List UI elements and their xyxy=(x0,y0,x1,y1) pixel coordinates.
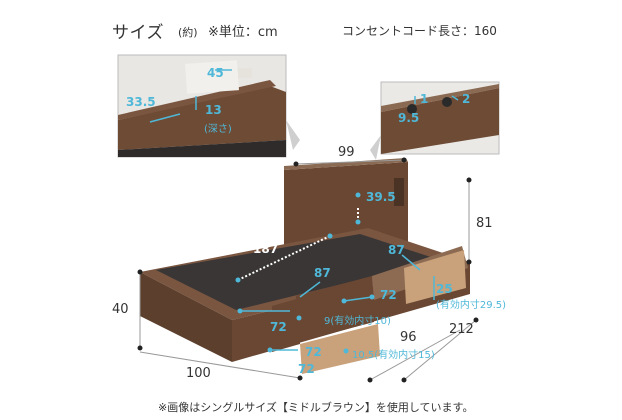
dim-drawer-inner-height: (有効内寸29.5) xyxy=(436,300,507,311)
dim-inner-length: 187 xyxy=(253,242,279,256)
image-note: ※画像はシングルサイズ【ミドルブラウン】を使用しています。 xyxy=(158,401,474,414)
drawers xyxy=(272,246,468,374)
dim-total-width: 99 xyxy=(338,145,355,160)
inset-right-d3: 9.5 xyxy=(398,111,420,125)
dim-total-length: 212 xyxy=(449,322,474,337)
inset-right-d2: 2 xyxy=(462,92,471,106)
cord-length-label: コンセントコード長さ：160 xyxy=(342,24,497,38)
inset-right-d1: 1 xyxy=(420,92,429,106)
dim-drawer-width-a: 72 xyxy=(380,288,397,302)
dim-total-height: 81 xyxy=(476,216,493,231)
dim-side-width: 100 xyxy=(186,366,211,381)
dim-drawer-open-b: 10.5(有効内寸15) xyxy=(352,350,435,361)
dim-shelf-height: 40 xyxy=(112,302,129,317)
inset-left-d2: 33.5 xyxy=(126,95,156,109)
unit-label: ※単位：cm xyxy=(208,25,278,40)
inset-right-photo xyxy=(380,81,500,155)
dim-drawer-depth-2: 87 xyxy=(314,266,331,280)
dim-drawer-width-c: 72 xyxy=(305,345,322,359)
inset-left-d1: 45 xyxy=(207,66,224,80)
dim-drawer-height: 25 xyxy=(436,282,453,296)
inset-left-d3: 13 xyxy=(205,103,222,117)
inset-left-photo xyxy=(117,54,287,158)
dim-drawer-width-b: 72 xyxy=(270,320,287,334)
dim-headboard-height: 39.5 xyxy=(366,190,396,204)
dim-drawer-depth: 87 xyxy=(388,243,405,257)
inset-left-d3-note: (深さ) xyxy=(204,124,232,135)
dim-drawer-open-a: 9(有効内寸10) xyxy=(324,316,391,327)
dim-drawer-gap: 96 xyxy=(400,330,417,345)
dim-drawer-width-d: 72 xyxy=(298,362,315,376)
approx-label: (約) xyxy=(178,26,198,39)
page-title: サイズ xyxy=(112,23,164,43)
